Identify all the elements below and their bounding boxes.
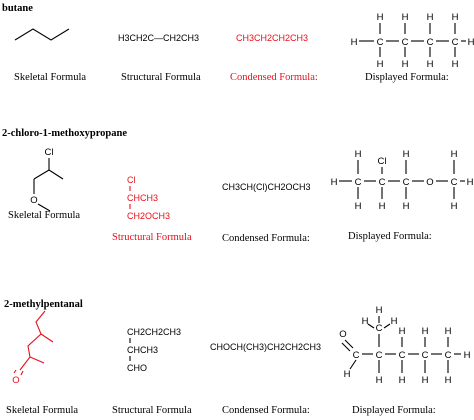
chloromethoxypropane-condensed-formula: CH3CH(Cl)CH2OCH3 bbox=[222, 182, 311, 192]
chlorine-label: Cl bbox=[45, 147, 54, 158]
svg-text:C: C bbox=[427, 37, 434, 48]
svg-text:CHCH3: CHCH3 bbox=[127, 193, 158, 203]
svg-text:C: C bbox=[353, 350, 360, 361]
svg-text:H: H bbox=[331, 177, 338, 188]
svg-text:H: H bbox=[344, 369, 351, 380]
chloromethoxypropane-skeletal-caption: Skeletal Formula bbox=[8, 210, 80, 221]
butane-structural-formula: H3CH2C—CH2CH3 bbox=[118, 33, 199, 43]
svg-text:H: H bbox=[377, 59, 384, 70]
svg-text:H: H bbox=[351, 37, 358, 48]
svg-text:CH2OCH3: CH2OCH3 bbox=[127, 211, 170, 221]
svg-text:C: C bbox=[403, 177, 410, 188]
svg-text:H: H bbox=[468, 37, 474, 48]
butane-skeletal-caption: Skeletal Formula bbox=[14, 72, 86, 83]
svg-text:C: C bbox=[376, 323, 383, 334]
chloromethoxypropane-condensed-caption: Condensed Formula: bbox=[222, 233, 310, 244]
butane-condensed-caption: Condensed Formula: bbox=[230, 72, 318, 83]
svg-text:C: C bbox=[355, 177, 362, 188]
methylpentanal-displayed-caption: Displayed Formula: bbox=[352, 405, 436, 416]
methylpentanal-condensed-caption: Condensed Formula: bbox=[222, 405, 310, 416]
svg-text:C: C bbox=[445, 350, 452, 361]
svg-text:H: H bbox=[399, 375, 406, 386]
svg-text:H: H bbox=[452, 59, 459, 70]
svg-text:H: H bbox=[403, 201, 410, 212]
svg-text:H: H bbox=[379, 201, 386, 212]
svg-text:H: H bbox=[422, 375, 429, 386]
chloromethoxypropane-name: 2-chloro-1-methoxypropane bbox=[2, 128, 127, 139]
butane-condensed-formula: CH3CH2CH2CH3 bbox=[236, 33, 308, 43]
svg-text:H: H bbox=[403, 149, 410, 160]
chloromethoxypropane-skeletal-structure: Cl O bbox=[30, 147, 64, 212]
svg-text:CH2CH2CH3: CH2CH2CH3 bbox=[127, 327, 181, 337]
methylpentanal-structural-formula: CH2CH2CH3 CHCH3 CHO bbox=[127, 327, 181, 373]
svg-text:C: C bbox=[379, 177, 386, 188]
svg-text:CHO: CHO bbox=[127, 363, 147, 373]
svg-text:C: C bbox=[376, 350, 383, 361]
oxygen-label: O bbox=[30, 195, 37, 206]
aldehyde-oxygen-label: O bbox=[12, 375, 19, 386]
svg-text:Cl: Cl bbox=[378, 156, 387, 167]
butane-structural-caption: Structural Formula bbox=[121, 72, 201, 83]
svg-text:C: C bbox=[399, 350, 406, 361]
svg-text:O: O bbox=[426, 177, 433, 188]
butane-skeletal-structure bbox=[14, 28, 70, 41]
svg-text:H: H bbox=[451, 201, 458, 212]
svg-text:H: H bbox=[362, 316, 369, 327]
svg-text:H: H bbox=[391, 316, 398, 327]
svg-text:H: H bbox=[355, 201, 362, 212]
svg-text:H: H bbox=[427, 59, 434, 70]
svg-text:H: H bbox=[467, 177, 474, 188]
butane-displayed-structure: H C C C C H H H H H H H H H bbox=[351, 12, 474, 70]
svg-text:C: C bbox=[422, 350, 429, 361]
svg-text:H: H bbox=[376, 375, 383, 386]
svg-text:H: H bbox=[427, 12, 434, 23]
chloromethoxypropane-structural-formula: Cl CHCH3 CH2OCH3 bbox=[127, 175, 170, 221]
chloromethoxypropane-structural-caption: Structural Formula bbox=[112, 232, 192, 243]
svg-text:C: C bbox=[452, 37, 459, 48]
butane-name: butane bbox=[2, 3, 33, 14]
svg-text:H: H bbox=[376, 305, 383, 316]
svg-text:H: H bbox=[452, 12, 459, 23]
svg-text:H: H bbox=[402, 59, 409, 70]
chloromethoxypropane-displayed-structure: H C C C O C H H H Cl H H H H H bbox=[331, 149, 474, 212]
svg-text:H: H bbox=[464, 350, 471, 361]
methylpentanal-condensed-formula: CHOCH(CH3)CH2CH2CH3 bbox=[210, 342, 321, 352]
svg-text:H: H bbox=[377, 12, 384, 23]
svg-text:H: H bbox=[355, 149, 362, 160]
svg-text:C: C bbox=[377, 37, 384, 48]
methylpentanal-skeletal-caption: Skeletal Formula bbox=[6, 405, 78, 416]
butane-displayed-caption: Displayed Formula: bbox=[365, 72, 449, 83]
svg-text:O: O bbox=[339, 329, 346, 340]
svg-text:C: C bbox=[451, 177, 458, 188]
svg-text:H: H bbox=[399, 326, 406, 337]
methylpentanal-skeletal-structure: O bbox=[12, 310, 54, 386]
svg-text:Cl: Cl bbox=[127, 175, 136, 185]
svg-text:H: H bbox=[451, 149, 458, 160]
svg-text:H: H bbox=[402, 12, 409, 23]
svg-text:H: H bbox=[445, 375, 452, 386]
svg-text:H: H bbox=[422, 326, 429, 337]
chloromethoxypropane-displayed-caption: Displayed Formula: bbox=[348, 231, 432, 242]
methylpentanal-name: 2-methylpentanal bbox=[4, 299, 83, 310]
svg-text:C: C bbox=[402, 37, 409, 48]
svg-text:H: H bbox=[445, 326, 452, 337]
methylpentanal-structural-caption: Structural Formula bbox=[112, 405, 192, 416]
svg-text:CHCH3: CHCH3 bbox=[127, 345, 158, 355]
methylpentanal-displayed-structure: O C H C C C C H C H H H H H H H H bbox=[339, 305, 470, 386]
